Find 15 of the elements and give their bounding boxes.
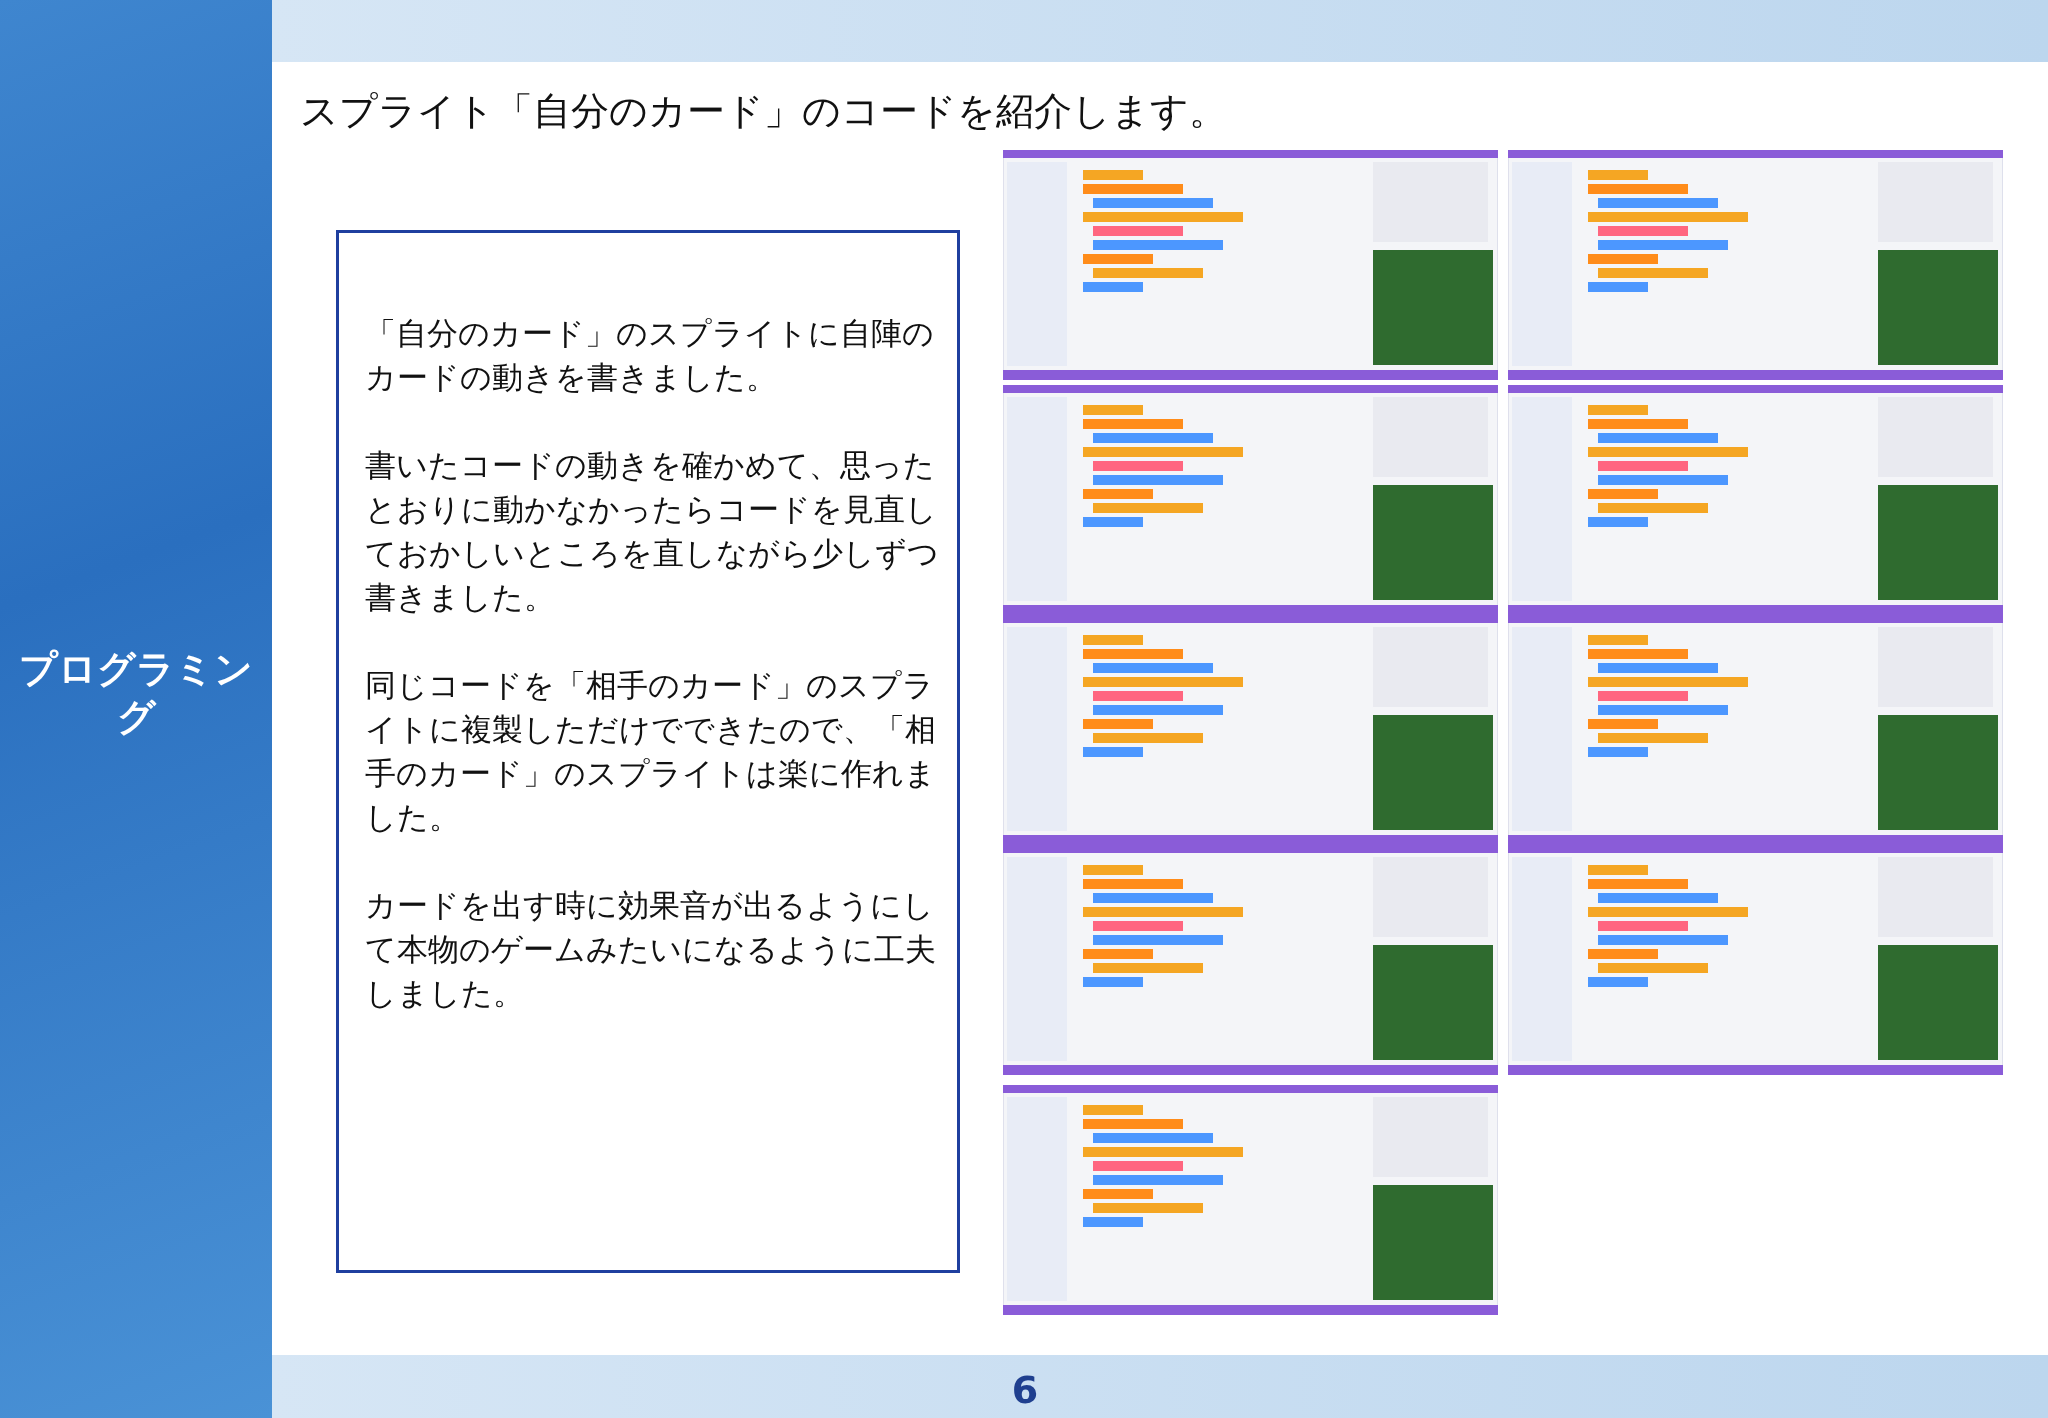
paragraph: 書いたコードの動きを確かめて、思ったとおりに動かなかったらコードを見直しておかしいところを直しながら少しずつ書きました。 [365,446,940,617]
page-number: 6 [1010,1368,1040,1412]
paragraph: カードを出す時に効果音が出るようにして本物のゲームみたいになるように工夫しました。 [365,886,937,1013]
slide-title: スプライト「自分のカード」のコードを紹介します。 [300,88,1227,135]
screenshot [1003,1085,1498,1315]
screenshot [1508,150,2003,380]
text-panel [336,230,960,1273]
sidebar-heading: プログラミング [18,646,254,741]
paragraph: 同じコードを「相手のカード」のスプライトに複製しただけでできたので、「相手のカード」のスプライトは楽に作れました。 [365,666,937,837]
paragraph: 「自分のカード」のスプライトに自陣のカードの動きを書きました。 [365,314,935,397]
screenshot [1508,385,2003,615]
screenshot [1508,845,2003,1075]
screenshot [1003,385,1498,615]
screenshot [1003,845,1498,1075]
screenshot [1003,150,1498,380]
